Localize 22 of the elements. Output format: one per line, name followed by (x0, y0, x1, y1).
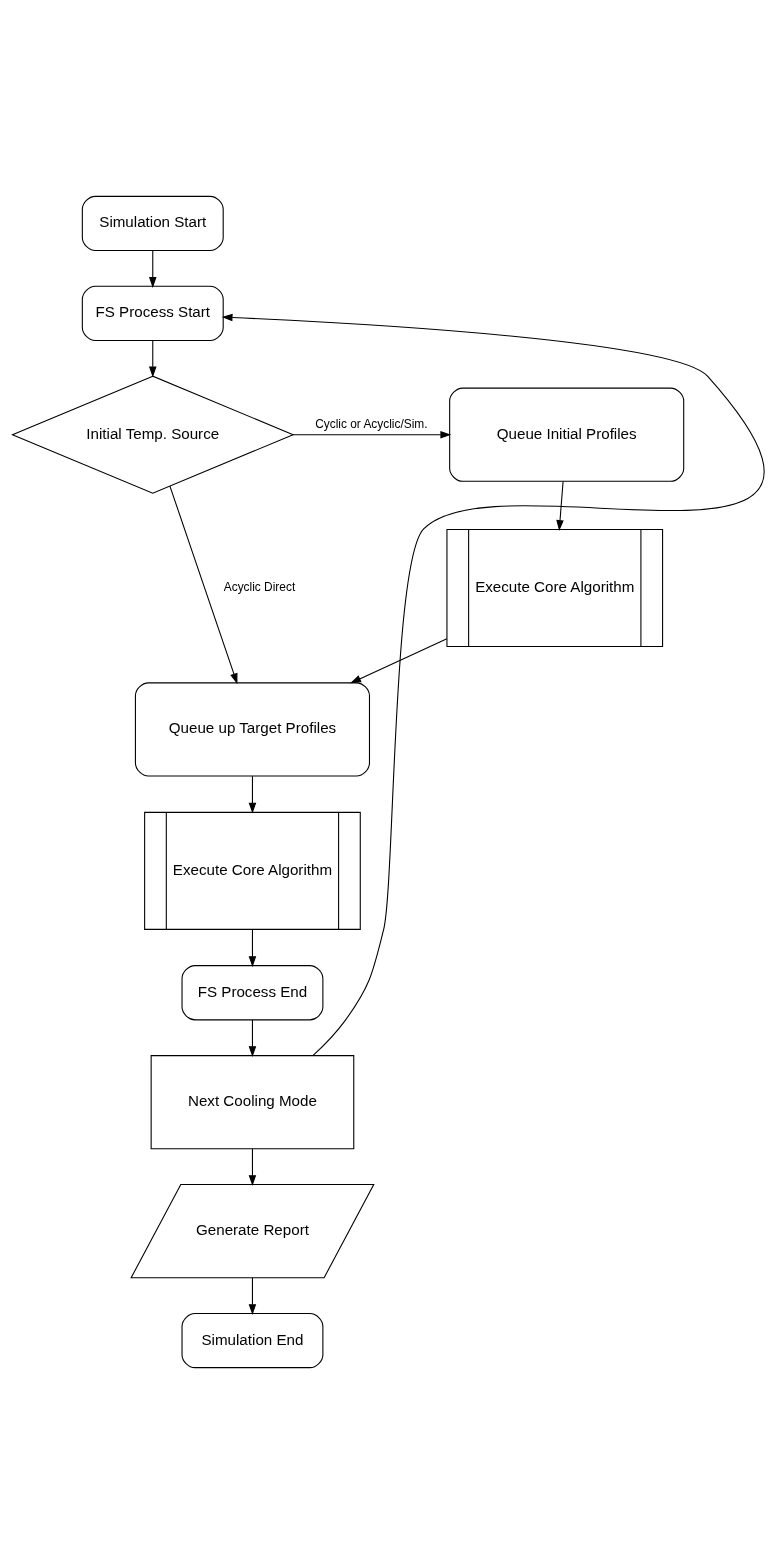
arrow (248, 1019, 257, 1058)
arrow (248, 775, 257, 814)
arrow (556, 481, 564, 531)
node-box: Queue Initial Profiles (449, 387, 685, 482)
arrow (148, 340, 157, 378)
arrow (248, 929, 257, 968)
arrow (148, 250, 157, 288)
node-box: Simulation Start (81, 195, 224, 252)
node-box: FS Process End (181, 965, 324, 1021)
node-box: Simulation End (181, 1312, 324, 1369)
node-box: Queue up Target Profiles (134, 682, 371, 777)
edge-label: Cyclic or Acyclic/Sim. (315, 417, 428, 431)
arrow (350, 638, 448, 684)
arrow (292, 430, 452, 439)
arrow (248, 1148, 257, 1186)
arrow (248, 1277, 257, 1315)
arrow (169, 485, 238, 685)
edge-label: Acyclic Direct (223, 580, 296, 595)
node-diamond: Initial Temp. Source (11, 375, 295, 494)
node-box: Next Cooling Mode (150, 1055, 355, 1150)
node-box: FS Process Start (81, 285, 224, 341)
arrow (221, 313, 764, 1056)
